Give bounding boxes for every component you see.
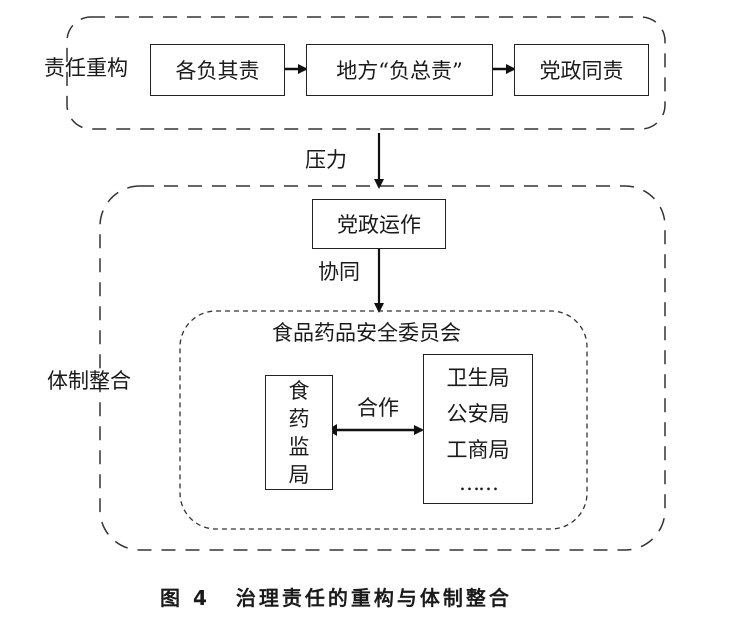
step-party-government-shared: 党政同责	[514, 44, 649, 96]
step-local-overall-responsible: 地方“负总责”	[306, 44, 493, 96]
fda-char: 药	[288, 406, 310, 431]
step-each-responsible: 各负其责	[150, 44, 285, 96]
pressure-label: 压力	[305, 148, 347, 172]
cooperation-label: 合作	[357, 396, 399, 420]
agency-health-bureau: 卫生局	[446, 366, 510, 390]
partner-agencies-box: 卫生局 公安局 工商局 ……	[423, 354, 533, 504]
institutional-integration-label: 体制整合	[47, 369, 131, 393]
agency-ellipsis: ……	[459, 471, 499, 495]
food-drug-administration-box: 食 药 监 局	[265, 375, 333, 490]
figure-caption: 图 4 治理责任的重构与体制整合	[160, 582, 512, 611]
figure-number: 图 4	[160, 586, 210, 610]
fda-char: 监	[288, 434, 310, 459]
agency-industry-commerce-bureau: 工商局	[446, 438, 510, 462]
figure-title: 治理责任的重构与体制整合	[235, 586, 512, 610]
responsibility-restructuring-label: 责任重构	[44, 56, 128, 80]
fda-char: 食	[288, 378, 310, 403]
responsibility-region-border	[66, 16, 666, 130]
committee-title: 食品药品安全委员会	[272, 321, 461, 345]
party-government-operation-box: 党政运作	[312, 199, 446, 249]
coordination-label: 协同	[318, 260, 360, 284]
agency-public-security-bureau: 公安局	[446, 402, 510, 426]
fda-char: 局	[288, 462, 310, 487]
